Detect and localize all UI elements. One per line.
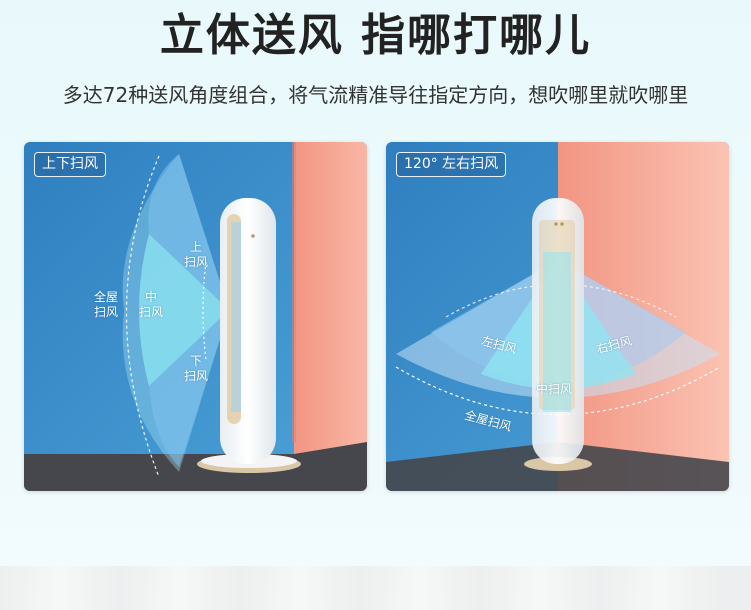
middle-swing-label: 中 扫风 bbox=[139, 290, 164, 319]
lower-fan bbox=[149, 310, 229, 467]
whole-swing-arc bbox=[125, 155, 160, 478]
horizontal-swing-panel: 120° 左右扫风 左扫风 右扫风 中扫风 全屋扫风 bbox=[386, 142, 729, 491]
vertical-swing-illustration bbox=[24, 142, 367, 491]
vertical-swing-tag: 上下扫风 bbox=[34, 152, 106, 177]
side-wall bbox=[294, 142, 367, 491]
floor bbox=[24, 442, 367, 491]
horizontal-swing-illustration bbox=[386, 142, 729, 491]
bottom-decor-strip bbox=[0, 566, 751, 610]
upper-fan bbox=[148, 154, 229, 310]
lower-swing-label: 下 扫风 bbox=[184, 354, 209, 383]
middle-fan bbox=[139, 234, 229, 386]
whole-swing-label: 全屋 扫风 bbox=[94, 290, 119, 319]
vertical-swing-panel: 上下扫风 全屋 扫风 中 扫风 上 扫风 下 扫风 bbox=[24, 142, 367, 491]
page-subtitle: 多达72种送风角度组合，将气流精准导往指定方向，想吹哪里就吹哪里 bbox=[62, 83, 689, 107]
page-title: 立体送风 指哪打哪儿 bbox=[159, 10, 592, 61]
upper-swing-label: 上 扫风 bbox=[184, 240, 209, 269]
horizontal-swing-tag: 120° 左右扫风 bbox=[396, 152, 507, 177]
middle-swing-label: 中扫风 bbox=[536, 382, 573, 396]
